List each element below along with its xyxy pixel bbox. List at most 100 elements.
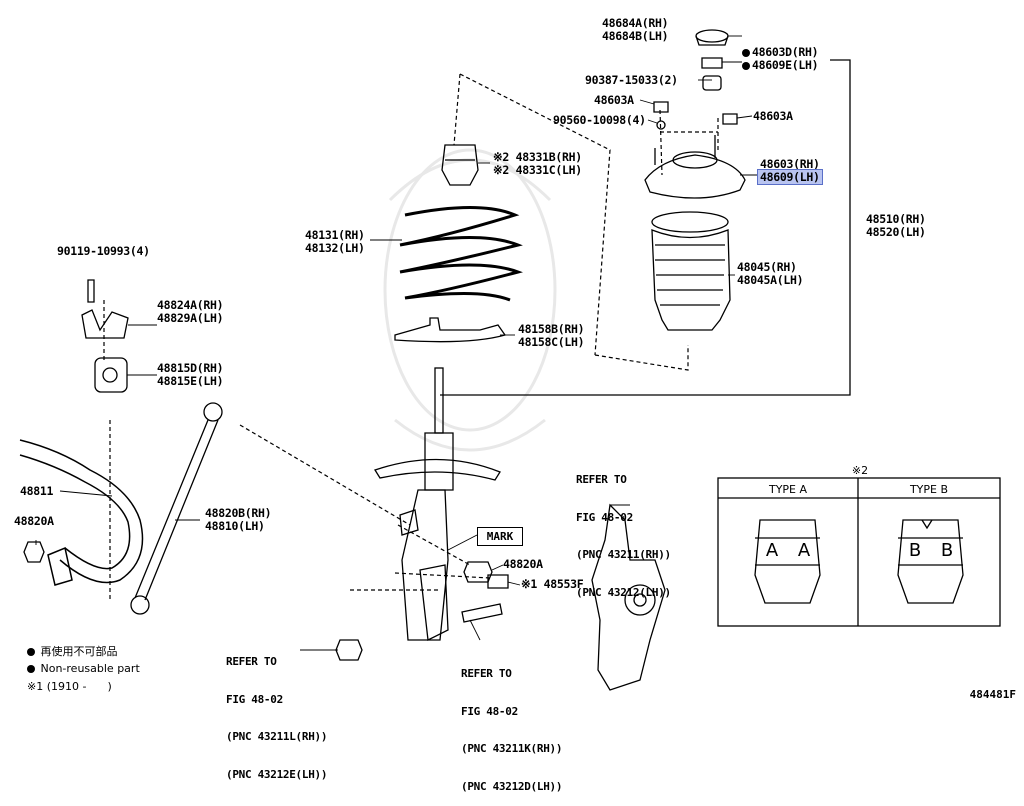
label-48603d[interactable]: 48603D(RH) 48609E(LH) bbox=[742, 46, 819, 72]
refer-bm-line3: (PNC 43211K(RH)) bbox=[461, 742, 563, 755]
refer-bl-line3: (PNC 43211L(RH)) bbox=[226, 730, 328, 743]
label-48158b-rh[interactable]: 48158B(RH) bbox=[518, 322, 585, 336]
refer-bl-line1: REFER TO bbox=[226, 655, 277, 668]
legend-jp: 再使用不可部品 bbox=[27, 645, 118, 659]
label-48609e-lh[interactable]: 48609E(LH) bbox=[742, 59, 819, 72]
label-48820a-mid[interactable]: 48820A bbox=[503, 557, 543, 571]
coil-spring bbox=[399, 206, 523, 302]
bushing-48815 bbox=[94, 357, 128, 393]
refer-knuckle-line1: REFER TO bbox=[576, 473, 627, 486]
refer-bl-line4: (PNC 43212E(LH)) bbox=[226, 767, 328, 781]
label-48331[interactable]: ※2 48331B(RH) ※2 48331C(LH) bbox=[493, 151, 582, 177]
legend-en: Non-reusable part bbox=[27, 662, 140, 676]
label-48824a-rh[interactable]: 48824A(RH) bbox=[157, 298, 224, 312]
legend-note: ※1 (1910 - ) bbox=[27, 680, 112, 693]
label-48684b[interactable]: 48684B(LH) bbox=[602, 29, 669, 43]
refer-bottom-left[interactable]: REFER TO FIG 48-02 (PNC 43211L(RH)) (PNC… bbox=[226, 631, 327, 794]
bump-stopper bbox=[441, 144, 479, 186]
dust-boot bbox=[651, 211, 731, 331]
label-48045a-lh[interactable]: 48045A(LH) bbox=[737, 273, 804, 287]
type-a-letter-2: A bbox=[797, 540, 811, 561]
label-90560[interactable]: 90560-10098(4) bbox=[553, 113, 646, 127]
label-48829a-lh[interactable]: 48829A(LH) bbox=[157, 311, 224, 325]
nut-48603a-right bbox=[722, 113, 738, 125]
label-48603a-left[interactable]: 48603A bbox=[594, 93, 634, 107]
non-reusable-dot-icon bbox=[742, 49, 750, 57]
label-48810-lh[interactable]: 48810(LH) bbox=[205, 519, 265, 533]
watermark bbox=[383, 148, 557, 452]
non-reusable-dot-icon bbox=[742, 62, 750, 70]
refer-knuckle-line3: (PNC 43211(RH)) bbox=[576, 548, 671, 561]
type-b-letter-1: B bbox=[908, 540, 922, 561]
bolt-48553f bbox=[487, 574, 509, 589]
assembly-bracket bbox=[440, 59, 851, 396]
label-48820b[interactable]: 48820B(RH) 48810(LH) bbox=[205, 506, 272, 533]
label-48824[interactable]: 48824A(RH) 48829A(LH) bbox=[157, 298, 224, 325]
washer-90560 bbox=[656, 120, 666, 130]
spacer-90387 bbox=[702, 75, 722, 91]
label-48815d-rh[interactable]: 48815D(RH) bbox=[157, 361, 224, 375]
label-48815[interactable]: 48815D(RH) 48815E(LH) bbox=[157, 361, 224, 388]
stabilizer-link bbox=[130, 402, 223, 615]
label-48131[interactable]: 48131(RH) 48132(LH) bbox=[305, 229, 365, 255]
bolt-90119 bbox=[87, 279, 95, 303]
label-48132-lh[interactable]: 48132(LH) bbox=[305, 241, 365, 255]
legend-dot-icon bbox=[27, 665, 35, 673]
refer-knuckle-line2[interactable]: FIG 48-02 bbox=[576, 510, 633, 524]
suspension-diagram bbox=[19, 29, 1001, 691]
leader-lines bbox=[35, 35, 758, 651]
label-48603-rh[interactable]: 48603(RH) bbox=[760, 157, 820, 171]
label-48331b[interactable]: ※2 48331B(RH) bbox=[493, 150, 582, 164]
label-48609-lh-highlight[interactable]: 48609(LH) bbox=[757, 169, 823, 185]
label-48820b-rh[interactable]: 48820B(RH) bbox=[205, 506, 272, 520]
stabilizer-bar bbox=[19, 439, 144, 586]
diagram-code: 484481F bbox=[969, 688, 1016, 701]
label-48045-rh[interactable]: 48045(RH) bbox=[737, 260, 797, 274]
refer-bottom-mid[interactable]: REFER TO FIG 48-02 (PNC 43211K(RH)) (PNC… bbox=[461, 643, 562, 806]
cap-48684 bbox=[695, 29, 729, 43]
label-48131-rh[interactable]: 48131(RH) bbox=[305, 228, 365, 242]
label-90387[interactable]: 90387-15033(2) bbox=[585, 73, 678, 87]
type-a-letter-1: A bbox=[765, 540, 779, 561]
label-48510-rh[interactable]: 48510(RH) bbox=[866, 212, 926, 226]
label-48820a-left[interactable]: 48820A bbox=[14, 514, 54, 528]
label-48158[interactable]: 48158B(RH) 48158C(LH) bbox=[518, 322, 585, 349]
mark-label: MARK bbox=[477, 527, 523, 546]
bracket-48824 bbox=[81, 309, 129, 339]
label-48553f[interactable]: ※1 48553F bbox=[521, 577, 584, 591]
label-48158c-lh[interactable]: 48158C(LH) bbox=[518, 335, 585, 349]
label-48815e-lh[interactable]: 48815E(LH) bbox=[157, 374, 224, 388]
nut-48820a-left bbox=[23, 541, 45, 563]
steering-knuckle bbox=[591, 503, 666, 691]
legend-dot-icon bbox=[27, 648, 35, 656]
refer-knuckle[interactable]: REFER TO FIG 48-02 (PNC 43211(RH)) (PNC … bbox=[576, 449, 671, 612]
label-48603d-rh[interactable]: 48603D(RH) bbox=[742, 46, 819, 59]
type-b-letter-2: B bbox=[940, 540, 954, 561]
refer-knuckle-line4: (PNC 43212(LH)) bbox=[576, 585, 671, 599]
label-90119[interactable]: 90119-10993(4) bbox=[57, 244, 150, 258]
refer-bm-line1: REFER TO bbox=[461, 667, 512, 680]
nut-48603d bbox=[701, 57, 723, 69]
type-table bbox=[717, 477, 1001, 627]
nut-lower bbox=[335, 639, 363, 661]
strut-mount bbox=[644, 135, 746, 199]
nut-48603a-left bbox=[653, 101, 669, 113]
label-48520-lh[interactable]: 48520(LH) bbox=[866, 225, 926, 239]
refer-bm-line4: (PNC 43212D(LH)) bbox=[461, 779, 563, 793]
bolt-lower bbox=[461, 603, 503, 623]
label-48603a-right[interactable]: 48603A bbox=[753, 109, 793, 123]
strut bbox=[374, 367, 501, 641]
label-48510[interactable]: 48510(RH) 48520(LH) bbox=[866, 213, 926, 239]
label-48045[interactable]: 48045(RH) 48045A(LH) bbox=[737, 260, 804, 287]
label-48331c[interactable]: ※2 48331C(LH) bbox=[493, 163, 582, 177]
label-48684a[interactable]: 48684A(RH) bbox=[602, 16, 669, 30]
label-48684[interactable]: 48684A(RH) 48684B(LH) bbox=[602, 16, 669, 43]
label-48811[interactable]: 48811 bbox=[20, 484, 54, 498]
table-note: ※2 bbox=[851, 464, 869, 477]
refer-bm-line2[interactable]: FIG 48-02 bbox=[461, 704, 518, 718]
table-type-a: TYPE A bbox=[768, 483, 808, 496]
table-type-b: TYPE B bbox=[909, 483, 949, 496]
label-48609-lh[interactable]: 48609(LH) bbox=[757, 169, 823, 185]
spring-seat bbox=[394, 317, 507, 343]
refer-bl-line2[interactable]: FIG 48-02 bbox=[226, 692, 283, 706]
